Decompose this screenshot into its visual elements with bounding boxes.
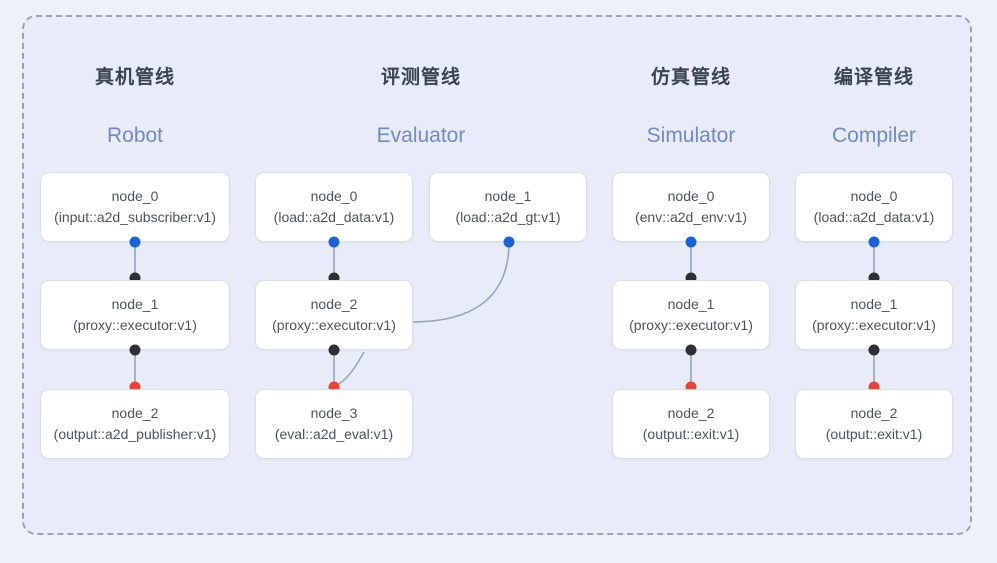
port-out-evaluator-node_1[interactable]	[503, 236, 515, 248]
node-evaluator-node_2[interactable]: node_2 (proxy::executor:v1)	[255, 280, 413, 350]
node-type: (output::a2d_publisher:v1)	[53, 426, 217, 442]
node-type: (input::a2d_subscriber:v1)	[54, 209, 216, 225]
node-evaluator-node_1[interactable]: node_1 (load::a2d_gt:v1)	[429, 172, 587, 242]
node-id: node_0	[850, 188, 898, 204]
node-id: node_0	[310, 188, 358, 204]
port-in-robot-node_2[interactable]	[129, 381, 141, 393]
port-out-simulator-node_1[interactable]	[685, 344, 697, 356]
port-out-compiler-node_1[interactable]	[868, 344, 880, 356]
node-id: node_2	[667, 405, 715, 421]
port-in-simulator-node_1[interactable]	[685, 272, 697, 284]
node-simulator-node_0[interactable]: node_0 (env::a2d_env:v1)	[612, 172, 770, 242]
node-compiler-node_1[interactable]: node_1 (proxy::executor:v1)	[795, 280, 953, 350]
column-title-cn-simulator: 仿真管线	[650, 67, 731, 88]
node-type: (load::a2d_data:v1)	[273, 209, 395, 225]
node-type: (eval::a2d_eval:v1)	[274, 426, 394, 442]
port-in-evaluator-node_2[interactable]	[328, 272, 340, 284]
node-type: (load::a2d_gt:v1)	[455, 209, 561, 225]
node-id: node_2	[111, 405, 159, 421]
port-in-compiler-node_1[interactable]	[868, 272, 880, 284]
node-type: (output::exit:v1)	[825, 426, 923, 442]
node-evaluator-node_0[interactable]: node_0 (load::a2d_data:v1)	[255, 172, 413, 242]
node-type: (proxy::executor:v1)	[812, 317, 936, 333]
node-simulator-node_2[interactable]: node_2 (output::exit:v1)	[612, 389, 770, 459]
node-type: (load::a2d_data:v1)	[813, 209, 935, 225]
node-simulator-node_1[interactable]: node_1 (proxy::executor:v1)	[612, 280, 770, 350]
column-title-en-simulator: Simulator	[646, 124, 736, 147]
port-out-robot-node_0[interactable]	[129, 236, 141, 248]
column-title-en-compiler: Compiler	[831, 124, 917, 147]
port-in-evaluator-node_3[interactable]	[328, 381, 340, 393]
node-compiler-node_0[interactable]: node_0 (load::a2d_data:v1)	[795, 172, 953, 242]
node-compiler-node_2[interactable]: node_2 (output::exit:v1)	[795, 389, 953, 459]
node-robot-node_2[interactable]: node_2 (output::a2d_publisher:v1)	[40, 389, 230, 459]
column-title-en-evaluator: Evaluator	[376, 124, 466, 147]
node-id: node_1	[111, 296, 159, 312]
node-id: node_1	[484, 188, 532, 204]
port-out-evaluator-node_0[interactable]	[328, 236, 340, 248]
port-in-compiler-node_2[interactable]	[868, 381, 880, 393]
column-title-cn-compiler: 编译管线	[833, 67, 914, 88]
node-type: (proxy::executor:v1)	[73, 317, 197, 333]
node-robot-node_1[interactable]: node_1 (proxy::executor:v1)	[40, 280, 230, 350]
node-id: node_3	[310, 405, 358, 421]
port-in-simulator-node_2[interactable]	[685, 381, 697, 393]
node-id: node_1	[667, 296, 715, 312]
port-in-robot-node_1[interactable]	[129, 272, 141, 284]
port-out-compiler-node_0[interactable]	[868, 236, 880, 248]
column-title-cn-robot: 真机管线	[94, 67, 175, 88]
port-out-evaluator-node_2[interactable]	[328, 344, 340, 356]
node-id: node_0	[667, 188, 715, 204]
node-id: node_2	[310, 296, 358, 312]
node-id: node_0	[111, 188, 159, 204]
node-id: node_2	[850, 405, 898, 421]
node-type: (env::a2d_env:v1)	[634, 209, 748, 225]
column-title-en-robot: Robot	[106, 124, 164, 147]
port-out-simulator-node_0[interactable]	[685, 236, 697, 248]
node-type: (proxy::executor:v1)	[629, 317, 753, 333]
node-robot-node_0[interactable]: node_0 (input::a2d_subscriber:v1)	[40, 172, 230, 242]
node-id: node_1	[850, 296, 898, 312]
port-out-robot-node_1[interactable]	[129, 344, 141, 356]
node-evaluator-node_3[interactable]: node_3 (eval::a2d_eval:v1)	[255, 389, 413, 459]
node-type: (proxy::executor:v1)	[272, 317, 396, 333]
node-type: (output::exit:v1)	[642, 426, 740, 442]
column-title-cn-evaluator: 评测管线	[380, 67, 461, 88]
